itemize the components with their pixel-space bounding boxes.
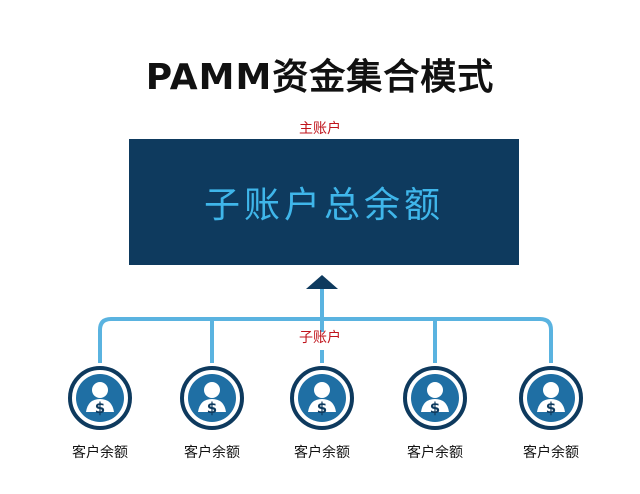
client-node: $ 客户余额 bbox=[40, 366, 160, 462]
client-balance-label: 客户余额 bbox=[184, 445, 240, 461]
svg-text:$: $ bbox=[317, 399, 327, 417]
user-dollar-icon: $ bbox=[180, 366, 244, 430]
user-dollar-icon: $ bbox=[290, 366, 354, 430]
sub-account-label: 子账户 bbox=[299, 330, 341, 346]
client-balance-label: 客户余额 bbox=[407, 445, 463, 461]
client-node: $ 客户余额 bbox=[491, 366, 611, 462]
master-account-label: 主账户 bbox=[299, 121, 341, 137]
client-node: $ 客户余额 bbox=[375, 366, 495, 462]
up-arrow-icon bbox=[306, 275, 338, 289]
master-account-box: 子账户总余额 bbox=[129, 139, 519, 265]
client-balance-label: 客户余额 bbox=[72, 445, 128, 461]
svg-text:$: $ bbox=[207, 399, 217, 417]
user-dollar-icon: $ bbox=[519, 366, 583, 430]
user-dollar-icon: $ bbox=[68, 366, 132, 430]
svg-text:$: $ bbox=[546, 399, 556, 417]
client-balance-label: 客户余额 bbox=[523, 445, 579, 461]
user-dollar-icon: $ bbox=[403, 366, 467, 430]
page-title: PAMM资金集合模式 bbox=[145, 57, 495, 98]
client-node: $ 客户余额 bbox=[262, 366, 382, 462]
master-account-text: 子账户总余额 bbox=[203, 185, 444, 226]
svg-text:$: $ bbox=[95, 399, 105, 417]
svg-text:$: $ bbox=[430, 399, 440, 417]
arrow-stem bbox=[320, 289, 324, 319]
client-balance-label: 客户余额 bbox=[294, 445, 350, 461]
client-node: $ 客户余额 bbox=[152, 366, 272, 462]
bus-line bbox=[98, 317, 553, 363]
